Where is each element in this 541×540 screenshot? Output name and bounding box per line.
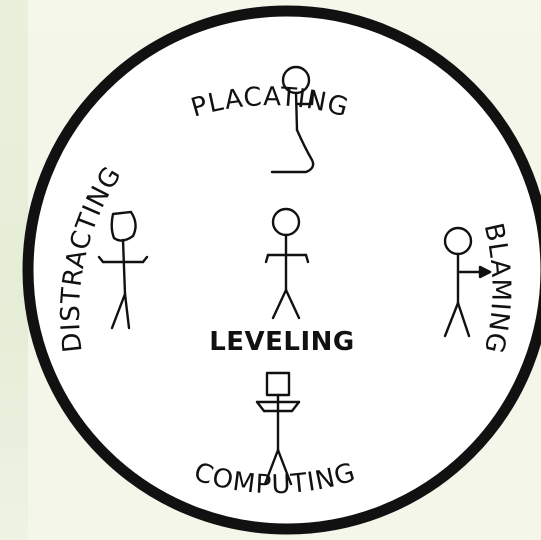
- blaming-figure: [443, 226, 492, 338]
- distracting-figure: [97, 210, 149, 330]
- computing-figure: [255, 371, 301, 486]
- outer-circle: [22, 5, 541, 535]
- placating-figure: [270, 65, 315, 174]
- label-leveling: LEVELING: [209, 327, 355, 357]
- leveling-figure: [264, 207, 310, 320]
